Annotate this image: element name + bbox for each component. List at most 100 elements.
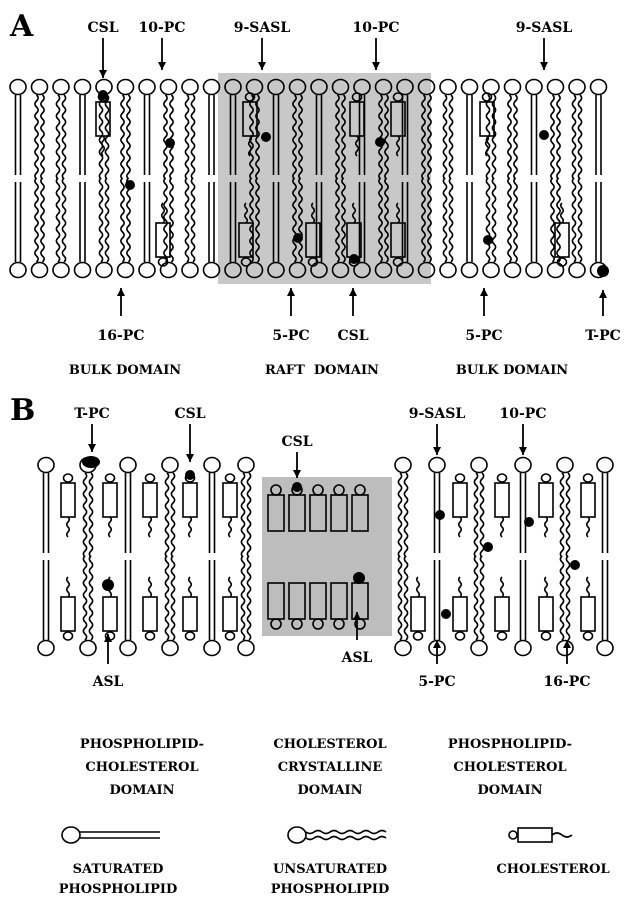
cholesterol-tail xyxy=(501,517,504,537)
phospholipid-head xyxy=(161,263,177,278)
phospholipid-head xyxy=(53,80,69,95)
cholesterol-ring xyxy=(61,483,75,517)
cholesterol-ring xyxy=(495,597,509,631)
saturated-legend-head xyxy=(62,827,80,843)
legend-label: PHOSPHOLIPID xyxy=(271,882,390,897)
domain-caption: DOMAIN xyxy=(297,783,362,798)
unsaturated-tail xyxy=(404,473,407,557)
probe-label: 9-SASL xyxy=(516,20,573,36)
cholesterol-head xyxy=(498,632,507,640)
spin-label-dot xyxy=(293,233,303,243)
unsaturated-tail xyxy=(551,95,554,179)
phospholipid-head xyxy=(483,263,499,278)
probe-label: CSL xyxy=(337,328,368,344)
spin-label-dot xyxy=(441,609,451,619)
cholesterol-tail xyxy=(545,577,548,597)
cholesterol-ring xyxy=(581,597,595,631)
phospholipid-head xyxy=(204,80,220,95)
unsaturated-tail xyxy=(578,178,581,262)
phospholipid-head xyxy=(96,263,112,278)
cholesterol-legend-head xyxy=(509,831,517,839)
probe-label: 9-SASL xyxy=(234,20,291,36)
domain-caption: CHOLESTEROL xyxy=(453,760,566,775)
phospholipid-head xyxy=(462,263,478,278)
unsaturated-tail xyxy=(443,95,446,179)
cholesterol-ring xyxy=(143,597,157,631)
unsaturated-tail xyxy=(127,178,130,262)
cholesterol-head xyxy=(542,474,551,482)
phospholipid-head xyxy=(204,641,220,656)
phospholipid-head xyxy=(526,80,542,95)
unsaturated-tail xyxy=(105,178,108,262)
unsaturated-tail xyxy=(398,556,401,640)
probe-label: 5-PC xyxy=(272,328,309,344)
unsaturated-tail xyxy=(404,556,407,640)
unsaturated-tail xyxy=(171,473,174,557)
phospholipid-head xyxy=(80,641,96,656)
unsaturated-tail xyxy=(557,178,560,262)
probe-label: CSL xyxy=(87,20,118,36)
cholesterol-ring xyxy=(103,483,117,517)
phospholipid-head xyxy=(548,263,564,278)
unsaturated-tail xyxy=(127,95,130,179)
cholesterol-tail xyxy=(149,517,152,537)
phospholipid-head xyxy=(38,641,54,656)
unsaturated-tail xyxy=(89,556,92,640)
phospholipid-head xyxy=(548,80,564,95)
cholesterol-head xyxy=(64,632,73,640)
spin-label-dot xyxy=(292,482,302,492)
cholesterol-ring xyxy=(411,597,425,631)
arrow-head xyxy=(258,62,266,70)
unsaturated-tail xyxy=(241,556,244,640)
legend-label: UNSATURATED xyxy=(273,862,387,877)
phospholipid-head xyxy=(204,263,220,278)
probe-label: ASL xyxy=(92,674,124,690)
unsaturated-tail xyxy=(121,178,124,262)
cholesterol-tail xyxy=(459,517,462,537)
unsaturated-tail xyxy=(572,178,575,262)
unsaturated-tail xyxy=(480,473,483,557)
phospholipid-head xyxy=(162,458,178,473)
legend-label: SATURATED xyxy=(73,862,164,877)
unsaturated-tail xyxy=(247,556,250,640)
unsaturated-tail xyxy=(572,95,575,179)
phospholipid-head xyxy=(10,80,26,95)
phospholipid-head xyxy=(182,80,198,95)
unsaturated-tail xyxy=(41,178,44,262)
spin-label-dot xyxy=(570,560,580,570)
unsaturated-tail xyxy=(41,95,44,179)
unsaturated-tail xyxy=(560,556,563,640)
cholesterol-head xyxy=(186,632,195,640)
cholesterol-ring xyxy=(539,483,553,517)
cholesterol-ring xyxy=(223,483,237,517)
cholesterol-ring xyxy=(495,483,509,517)
cholesterol-head xyxy=(226,632,235,640)
probe-label: 10-PC xyxy=(500,406,547,422)
probe-label: 16-PC xyxy=(98,328,145,344)
cholesterol-tail xyxy=(501,577,504,597)
unsaturated-tail xyxy=(398,473,401,557)
cholesterol-ring xyxy=(143,483,157,517)
cholesterol-tail xyxy=(561,203,564,223)
unsaturated-legend-head xyxy=(288,827,306,843)
spin-label-dot xyxy=(483,235,493,245)
cholesterol-tail xyxy=(149,577,152,597)
phospholipid-head xyxy=(395,458,411,473)
domain-caption: CRYSTALLINE xyxy=(278,760,383,775)
unsaturated-tail xyxy=(241,473,244,557)
spin-label-dot xyxy=(524,517,534,527)
unsaturated-tail xyxy=(508,178,511,262)
probe-label: T-PC xyxy=(585,328,621,344)
arrow-head xyxy=(186,454,194,462)
phospholipid-head xyxy=(139,80,155,95)
cholesterol-tail xyxy=(109,517,112,537)
phospholipid-head xyxy=(440,263,456,278)
phospholipid-head xyxy=(32,80,48,95)
probe-label: 16-PC xyxy=(544,674,591,690)
phospholipid-head xyxy=(10,263,26,278)
phospholipid-head xyxy=(182,263,198,278)
unsaturated-tail xyxy=(557,95,560,179)
phospholipid-head xyxy=(597,458,613,473)
unsaturated-tail xyxy=(170,95,173,179)
